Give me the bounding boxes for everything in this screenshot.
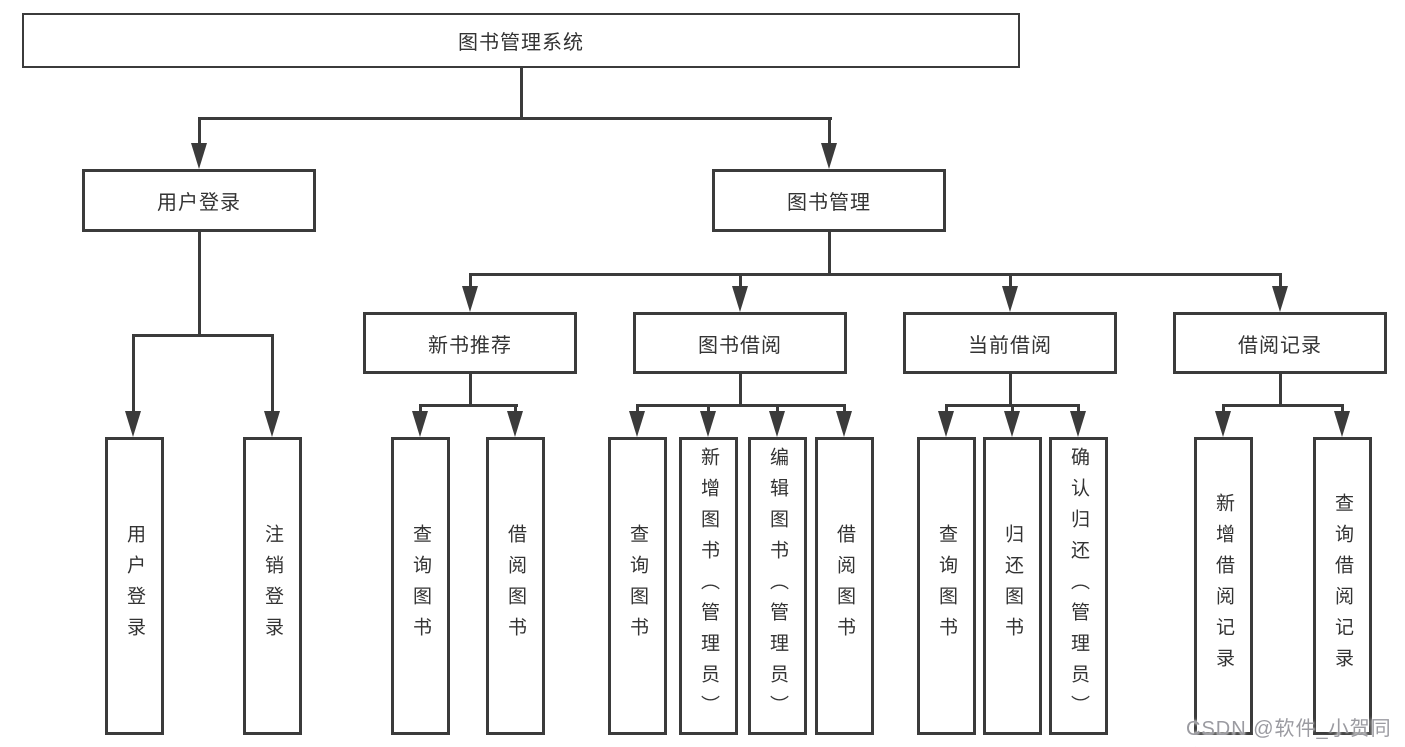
arrow-down-icon — [700, 411, 716, 437]
arrow-down-icon — [191, 143, 207, 169]
leaf-node-add-borrow-record: 新增借阅记录 — [1194, 437, 1253, 735]
connector-line — [198, 117, 832, 120]
arrow-down-icon — [1334, 411, 1350, 437]
connector-line — [843, 404, 846, 413]
leaf-label: 借阅图书 — [834, 524, 855, 648]
arrow-down-icon — [938, 411, 954, 437]
connector-line — [1279, 273, 1282, 288]
arrow-down-icon — [821, 143, 837, 169]
node-new-book-recommendation-label: 新书推荐 — [428, 334, 512, 357]
node-user-login: 用户登录 — [82, 169, 316, 232]
connector-line — [271, 334, 274, 413]
leaf-node-add-books-admin: 新增图书（管理员） — [679, 437, 738, 735]
leaf-label: 借阅图书 — [505, 524, 526, 648]
leaf-label: 查询图书 — [936, 524, 957, 648]
leaf-node-logout: 注销登录 — [243, 437, 302, 735]
node-borrowing-records-label: 借阅记录 — [1238, 334, 1322, 357]
connector-line — [828, 117, 831, 145]
connector-line — [514, 404, 517, 413]
leaf-node-query-books-1: 查询图书 — [391, 437, 450, 735]
arrow-down-icon — [836, 411, 852, 437]
connector-line — [1009, 273, 1012, 288]
connector-line — [636, 404, 846, 407]
arrow-down-icon — [629, 411, 645, 437]
connector-line — [198, 231, 201, 337]
connector-line — [945, 404, 948, 413]
arrow-down-icon — [1070, 411, 1086, 437]
node-new-book-recommendation: 新书推荐 — [363, 312, 577, 374]
connector-line — [739, 373, 742, 406]
connector-line — [132, 334, 274, 337]
leaf-label: 新增借阅记录 — [1213, 493, 1234, 679]
root-node-label: 图书管理系统 — [458, 32, 584, 54]
connector-line — [419, 404, 518, 407]
leaf-label: 归还图书 — [1002, 524, 1023, 648]
arrow-down-icon — [1002, 286, 1018, 312]
connector-line — [1279, 373, 1282, 406]
connector-line — [419, 404, 422, 413]
leaf-label: 编辑图书（管理员） — [767, 446, 788, 726]
connector-line — [828, 231, 831, 275]
arrow-down-icon — [264, 411, 280, 437]
leaf-label: 新增图书（管理员） — [698, 446, 719, 726]
arrow-down-icon — [1215, 411, 1231, 437]
leaf-label: 注销登录 — [262, 524, 283, 648]
leaf-node-borrow-books-2: 借阅图书 — [815, 437, 874, 735]
connector-line — [1009, 373, 1012, 406]
leaf-node-query-books-3: 查询图书 — [917, 437, 976, 735]
node-borrowing-records: 借阅记录 — [1173, 312, 1387, 374]
leaf-node-user-login: 用户登录 — [105, 437, 164, 735]
connector-line — [1222, 404, 1344, 407]
connector-line — [776, 404, 779, 413]
arrow-down-icon — [462, 286, 478, 312]
connector-line — [739, 273, 742, 288]
connector-line — [1011, 404, 1014, 413]
csdn-watermark: CSDN @软件_小贺同学 — [1186, 718, 1392, 740]
root-node-library-system: 图书管理系统 — [22, 13, 1020, 68]
node-book-management: 图书管理 — [712, 169, 946, 232]
leaf-label: 用户登录 — [124, 524, 145, 648]
leaf-node-query-books-2: 查询图书 — [608, 437, 667, 735]
node-book-management-label: 图书管理 — [787, 192, 871, 214]
leaf-label: 查询借阅记录 — [1332, 493, 1353, 679]
leaf-label: 查询图书 — [410, 524, 431, 648]
node-current-borrowing: 当前借阅 — [903, 312, 1117, 374]
connector-line — [520, 68, 523, 118]
arrow-down-icon — [412, 411, 428, 437]
node-book-borrowing-label: 图书借阅 — [698, 334, 782, 357]
leaf-node-query-borrow-record: 查询借阅记录 — [1313, 437, 1372, 735]
connector-line — [469, 373, 472, 406]
connector-line — [132, 334, 135, 413]
connector-line — [469, 273, 472, 288]
node-book-borrowing: 图书借阅 — [633, 312, 847, 374]
leaf-node-borrow-books-1: 借阅图书 — [486, 437, 545, 735]
leaf-node-return-books: 归还图书 — [983, 437, 1042, 735]
arrow-down-icon — [1272, 286, 1288, 312]
node-user-login-label: 用户登录 — [157, 192, 241, 214]
arrow-down-icon — [1004, 411, 1020, 437]
leaf-label: 确认归还（管理员） — [1068, 446, 1089, 726]
arrow-down-icon — [125, 411, 141, 437]
leaf-label: 查询图书 — [627, 524, 648, 648]
arrow-down-icon — [507, 411, 523, 437]
leaf-node-confirm-return-admin: 确认归还（管理员） — [1049, 437, 1108, 735]
arrow-down-icon — [732, 286, 748, 312]
leaf-node-edit-books-admin: 编辑图书（管理员） — [748, 437, 807, 735]
node-current-borrowing-label: 当前借阅 — [968, 334, 1052, 357]
connector-line — [1077, 404, 1080, 413]
connector-line — [469, 273, 1281, 276]
connector-line — [707, 404, 710, 413]
connector-line — [636, 404, 639, 413]
connector-line — [1222, 404, 1225, 413]
connector-line — [1341, 404, 1344, 413]
connector-line — [198, 117, 201, 145]
arrow-down-icon — [769, 411, 785, 437]
